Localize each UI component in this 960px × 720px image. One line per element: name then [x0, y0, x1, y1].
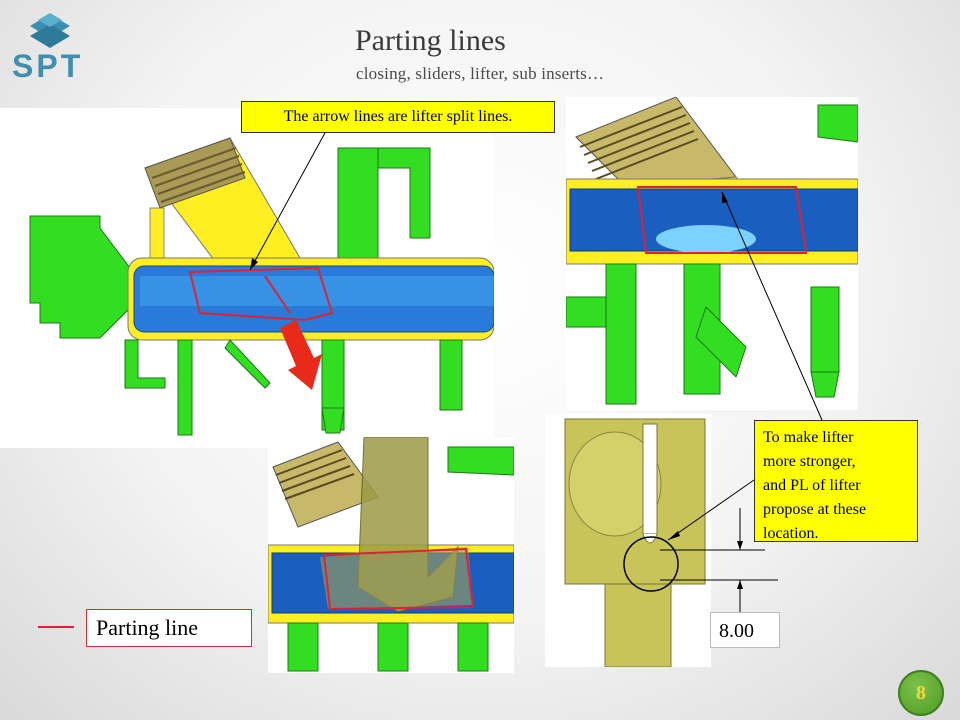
- callout-lifter-split-lines: The arrow lines are lifter split lines.: [241, 101, 555, 133]
- callout-line: location.: [763, 525, 819, 542]
- logo-mark-icon: [30, 13, 70, 48]
- page-subtitle: closing, sliders, lifter, sub inserts…: [356, 64, 605, 83]
- cad-view-lifter-detail: [545, 414, 711, 667]
- callout-line: more stronger,: [763, 453, 856, 470]
- logo-text: SPT: [12, 48, 84, 84]
- callout-line: and PL of lifter: [763, 477, 861, 494]
- cad-view-bottom-middle: [268, 437, 514, 673]
- page-title: Parting lines: [355, 24, 506, 57]
- legend-parting-line: Parting line: [86, 609, 252, 647]
- cad-view-main: [0, 108, 494, 448]
- cad-view-top-right: [566, 97, 858, 410]
- callout-line: To make lifter: [763, 429, 854, 446]
- callout-lifter-strength: To make lifter more stronger, and PL of …: [754, 420, 918, 542]
- page-number-badge: 8: [898, 670, 944, 716]
- dimension-value: 8.00: [710, 612, 780, 648]
- callout-line: propose at these: [763, 501, 867, 518]
- legend-swatch-red-line: [38, 626, 74, 628]
- spt-logo: SPT: [10, 10, 110, 85]
